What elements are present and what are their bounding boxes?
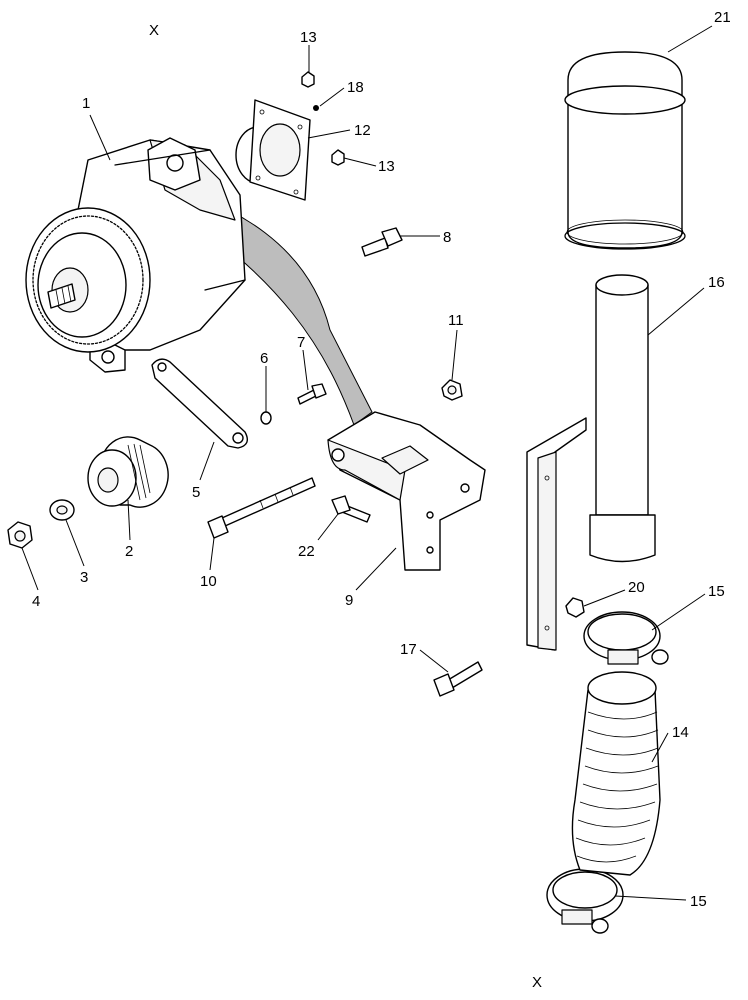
sheet-mark-bottom: X (532, 974, 542, 991)
callout-21: 21 (714, 9, 731, 26)
callout-9: 9 (345, 592, 353, 609)
callout-20: 20 (628, 579, 645, 596)
sheet-mark-top: X (149, 22, 159, 39)
callout-16: 16 (708, 274, 725, 291)
callout-10: 10 (200, 573, 217, 590)
bolt-17-part[interactable] (433, 661, 483, 697)
callout-13a: 13 (300, 29, 317, 46)
callout-6: 6 (260, 350, 268, 367)
callout-2: 2 (125, 543, 133, 560)
washer-part[interactable] (49, 499, 75, 521)
alternator-part[interactable] (25, 137, 373, 426)
screw-18-part[interactable] (313, 105, 319, 111)
pulley-part[interactable] (87, 436, 169, 508)
callout-labels: 1 2 3 4 5 6 7 8 9 10 11 12 13 13 14 15 1… (32, 9, 731, 910)
hose-clamp-lower-part[interactable] (546, 868, 624, 934)
callout-17: 17 (400, 641, 417, 658)
callout-7: 7 (297, 334, 305, 351)
callout-15a: 15 (708, 583, 725, 600)
callout-4: 4 (32, 593, 40, 610)
callout-14: 14 (672, 724, 689, 741)
nut-11-part[interactable] (441, 379, 463, 401)
nut-13a-part[interactable] (301, 71, 315, 88)
callout-8: 8 (443, 229, 451, 246)
callout-22: 22 (298, 543, 315, 560)
bolt-22-part[interactable] (331, 495, 371, 523)
adjusting-link-part[interactable] (151, 358, 248, 449)
nut-20-part[interactable] (565, 597, 585, 618)
hose-clamp-upper-part[interactable] (583, 611, 669, 665)
callout-12: 12 (354, 122, 371, 139)
mounting-bracket-part[interactable] (327, 411, 486, 571)
filter-canister-part[interactable] (564, 51, 686, 250)
leader-lines (21, 25, 713, 901)
bolt-7-part[interactable] (297, 383, 327, 405)
flange-part[interactable] (235, 99, 311, 201)
callout-11: 11 (448, 312, 464, 329)
callout-3: 3 (80, 569, 88, 586)
callout-13b: 13 (378, 158, 395, 175)
callout-18: 18 (347, 79, 364, 96)
callout-5: 5 (192, 484, 200, 501)
flexible-hose-part[interactable] (571, 671, 661, 876)
callout-15b: 15 (690, 893, 707, 910)
bolt-8-part[interactable] (361, 227, 403, 257)
callout-1: 1 (82, 95, 90, 112)
nut-13b-part[interactable] (331, 149, 345, 166)
long-bolt-part[interactable] (207, 477, 316, 539)
small-washer-part[interactable] (260, 411, 272, 425)
nut-part[interactable] (7, 521, 33, 549)
intake-tube-part[interactable] (526, 274, 656, 651)
